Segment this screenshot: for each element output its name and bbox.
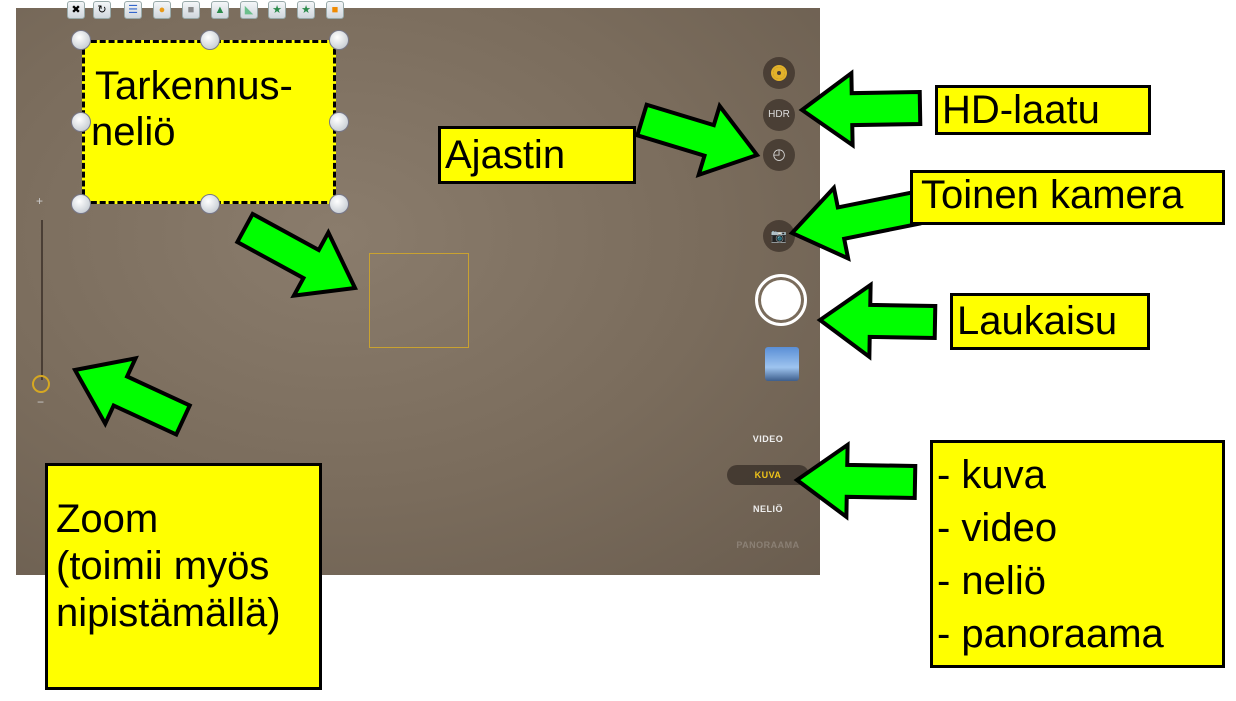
arrow-to-hdr — [798, 69, 923, 150]
zoom-minus[interactable]: − — [37, 395, 45, 409]
resize-handle[interactable] — [71, 194, 91, 214]
callout-modes-line: - neliö — [937, 559, 1046, 603]
shape-icon[interactable]: ★ — [268, 1, 286, 19]
callout-modes-line: - panoraama — [937, 612, 1164, 656]
arrow-to-modes — [793, 440, 918, 521]
mode-nelio[interactable]: NELIÖ — [752, 504, 783, 514]
arrow-to-shutter — [816, 281, 938, 361]
shape-menu-icon[interactable]: ★ — [297, 1, 315, 19]
mode-panoraama[interactable]: PANORAAMA — [736, 540, 800, 550]
arrow-to-focus-square — [234, 211, 359, 299]
zoom-slider-knob[interactable] — [32, 375, 50, 393]
callout-timer: Ajastin — [438, 126, 636, 184]
timer-icon: ◴ — [772, 146, 786, 163]
fill-icon[interactable]: ● — [153, 1, 171, 19]
switch-camera-button[interactable]: 📷 — [763, 220, 795, 252]
callout-focus-line2: neliö — [91, 110, 176, 154]
mode-video[interactable]: VIDEO — [752, 434, 784, 444]
zoom-slider-track[interactable] — [41, 220, 43, 380]
live-photo-icon — [771, 65, 787, 81]
callout-focus-line1: Tarkennus- — [95, 64, 293, 108]
resize-handle[interactable] — [329, 194, 349, 214]
callout-zoom-line: Zoom — [56, 497, 159, 541]
resize-handle[interactable] — [329, 112, 349, 132]
callout-hd: HD-laatu — [935, 85, 1151, 135]
resize-handle[interactable] — [200, 30, 220, 50]
callout-zoom: Zoom (toimii myös nipistämällä) — [45, 463, 322, 690]
timer-button[interactable]: ◴ — [763, 139, 795, 171]
callout-shutter: Laukaisu — [950, 293, 1150, 350]
callout-focus[interactable]: Tarkennus- neliö — [82, 40, 336, 204]
bring-forward-icon[interactable]: ▲ — [211, 1, 229, 19]
callout-modes: - kuva - video - neliö - panoraama — [930, 440, 1225, 668]
resize-handle[interactable] — [71, 30, 91, 50]
hdr-button[interactable]: HDR — [763, 99, 795, 131]
arrow-to-timer — [634, 101, 761, 179]
callout-modes-line: - video — [937, 506, 1058, 550]
shutter-button[interactable] — [755, 274, 807, 326]
send-backward-icon[interactable]: ◣ — [240, 1, 258, 19]
photo-thumbnail[interactable] — [765, 347, 799, 381]
arrow-to-switch-camera — [788, 183, 922, 262]
callout-zoom-line: nipistämällä) — [56, 591, 281, 635]
callout-switch-camera: Toinen kamera — [910, 170, 1225, 225]
switch-camera-icon: 📷 — [770, 228, 788, 243]
live-photo-button[interactable] — [763, 57, 795, 89]
zoom-plus[interactable]: + — [36, 194, 44, 208]
callout-zoom-line: (toimii myös — [56, 544, 270, 588]
properties-icon[interactable]: ☰ — [124, 1, 142, 19]
mode-kuva-pill — [727, 465, 809, 485]
rotate-icon[interactable]: ↻ — [93, 1, 111, 19]
focus-square — [369, 253, 469, 348]
color-icon[interactable]: ■ — [326, 1, 344, 19]
arrange-icon[interactable]: ■ — [182, 1, 200, 19]
fit-icon[interactable]: ✖ — [67, 1, 85, 19]
arrow-to-zoom — [71, 355, 193, 438]
resize-handle[interactable] — [71, 112, 91, 132]
mode-kuva[interactable]: KUVA — [754, 470, 782, 480]
callout-modes-line: - kuva — [937, 453, 1046, 497]
resize-handle[interactable] — [329, 30, 349, 50]
resize-handle[interactable] — [200, 194, 220, 214]
